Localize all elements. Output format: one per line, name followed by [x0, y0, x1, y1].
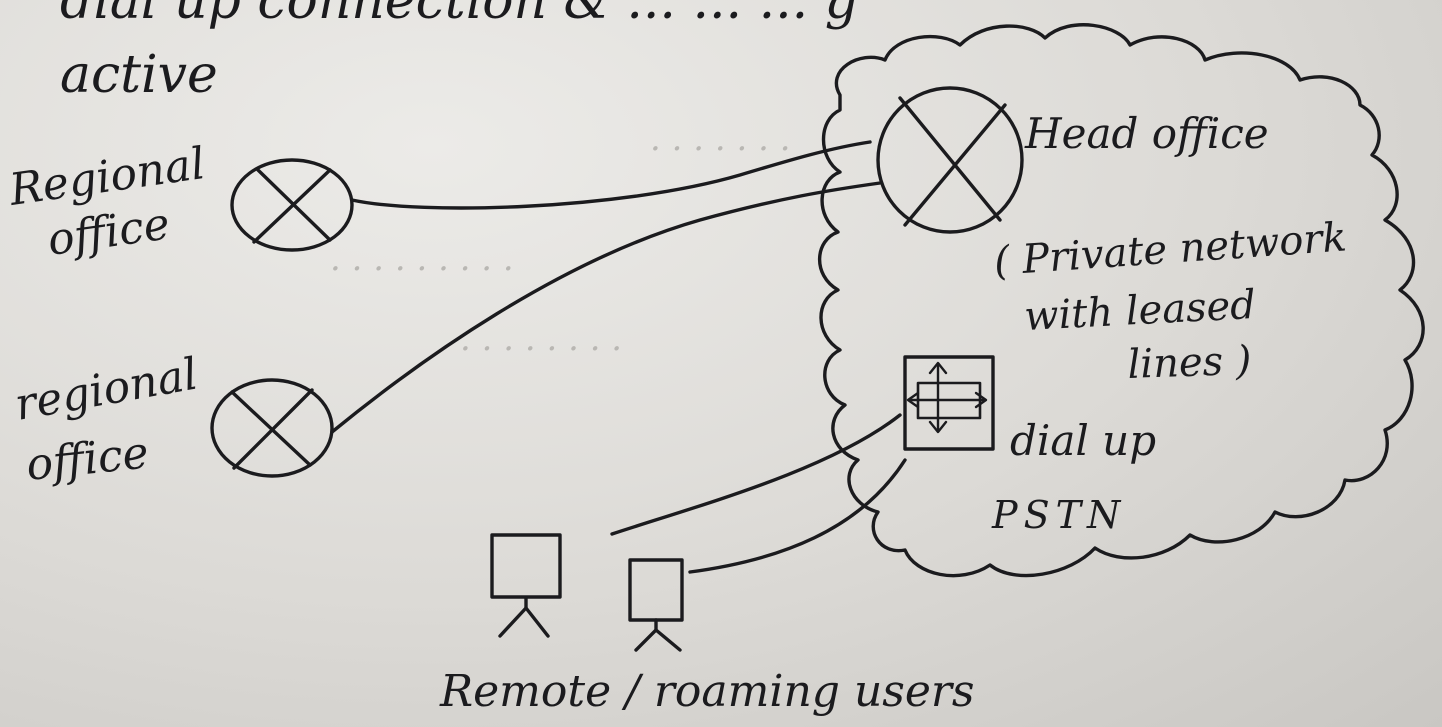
- modem-arrowheads-horizontal: [906, 391, 988, 409]
- terminal-icon: [490, 533, 562, 599]
- cross-line: [232, 388, 314, 470]
- head-office-label: Head office: [1024, 109, 1269, 158]
- regional-office-2-label-line1: regional: [11, 349, 202, 431]
- regional-office-2-label-line2: office: [24, 427, 151, 491]
- regional-office-1-label-line1: Regional: [5, 138, 208, 216]
- modem-arrowheads-vertical: [928, 361, 948, 434]
- terminal-base: [498, 606, 550, 638]
- pstn-label: PSTN: [991, 493, 1126, 537]
- svg-text:· · · · · · ·: · · · · · · ·: [650, 129, 791, 169]
- cross-line: [252, 168, 332, 244]
- header-text-line2: active: [60, 45, 218, 105]
- leased-line-1: [350, 140, 872, 210]
- svg-text:· · · · · · · · ·: · · · · · · · · ·: [330, 249, 514, 289]
- header-text-line1: dial up connection & ... ... ... g: [60, 0, 858, 31]
- cloud-label-line2: with leased: [1023, 282, 1257, 340]
- cross-line: [230, 390, 312, 467]
- dial-up-modem-box: [903, 355, 995, 451]
- terminal-icon: [628, 558, 684, 622]
- dial-up-label: dial up: [1010, 416, 1156, 465]
- cloud-label-line3: lines ): [1127, 338, 1252, 388]
- remote-user-terminal-2: [628, 558, 684, 652]
- terminal-base: [634, 628, 682, 652]
- circle-x-icon: [210, 378, 334, 478]
- regional-office-2-symbol: [210, 378, 334, 478]
- dial-up-line-2: [688, 458, 907, 574]
- circle-x-icon: [876, 86, 1024, 234]
- leased-line-2: [330, 181, 882, 434]
- remote-users-label: Remote / roaming users: [439, 666, 975, 717]
- head-office-symbol: [876, 86, 1024, 234]
- cross-line: [898, 96, 1002, 222]
- cloud-label-line1: ( Private network: [992, 214, 1348, 285]
- cross-line: [903, 103, 1007, 227]
- bleed-through-text: · · · · · · · · · · · · · · · · · · · · …: [330, 129, 791, 369]
- svg-text:· · · · · · · ·: · · · · · · · ·: [460, 329, 622, 369]
- regional-office-1-symbol: [230, 158, 354, 252]
- circle-x-icon: [230, 158, 354, 252]
- modem-box-icon: [903, 355, 995, 451]
- private-network-cloud: [817, 23, 1425, 578]
- remote-user-terminal-1: [490, 533, 562, 638]
- dial-up-line-1: [610, 413, 902, 536]
